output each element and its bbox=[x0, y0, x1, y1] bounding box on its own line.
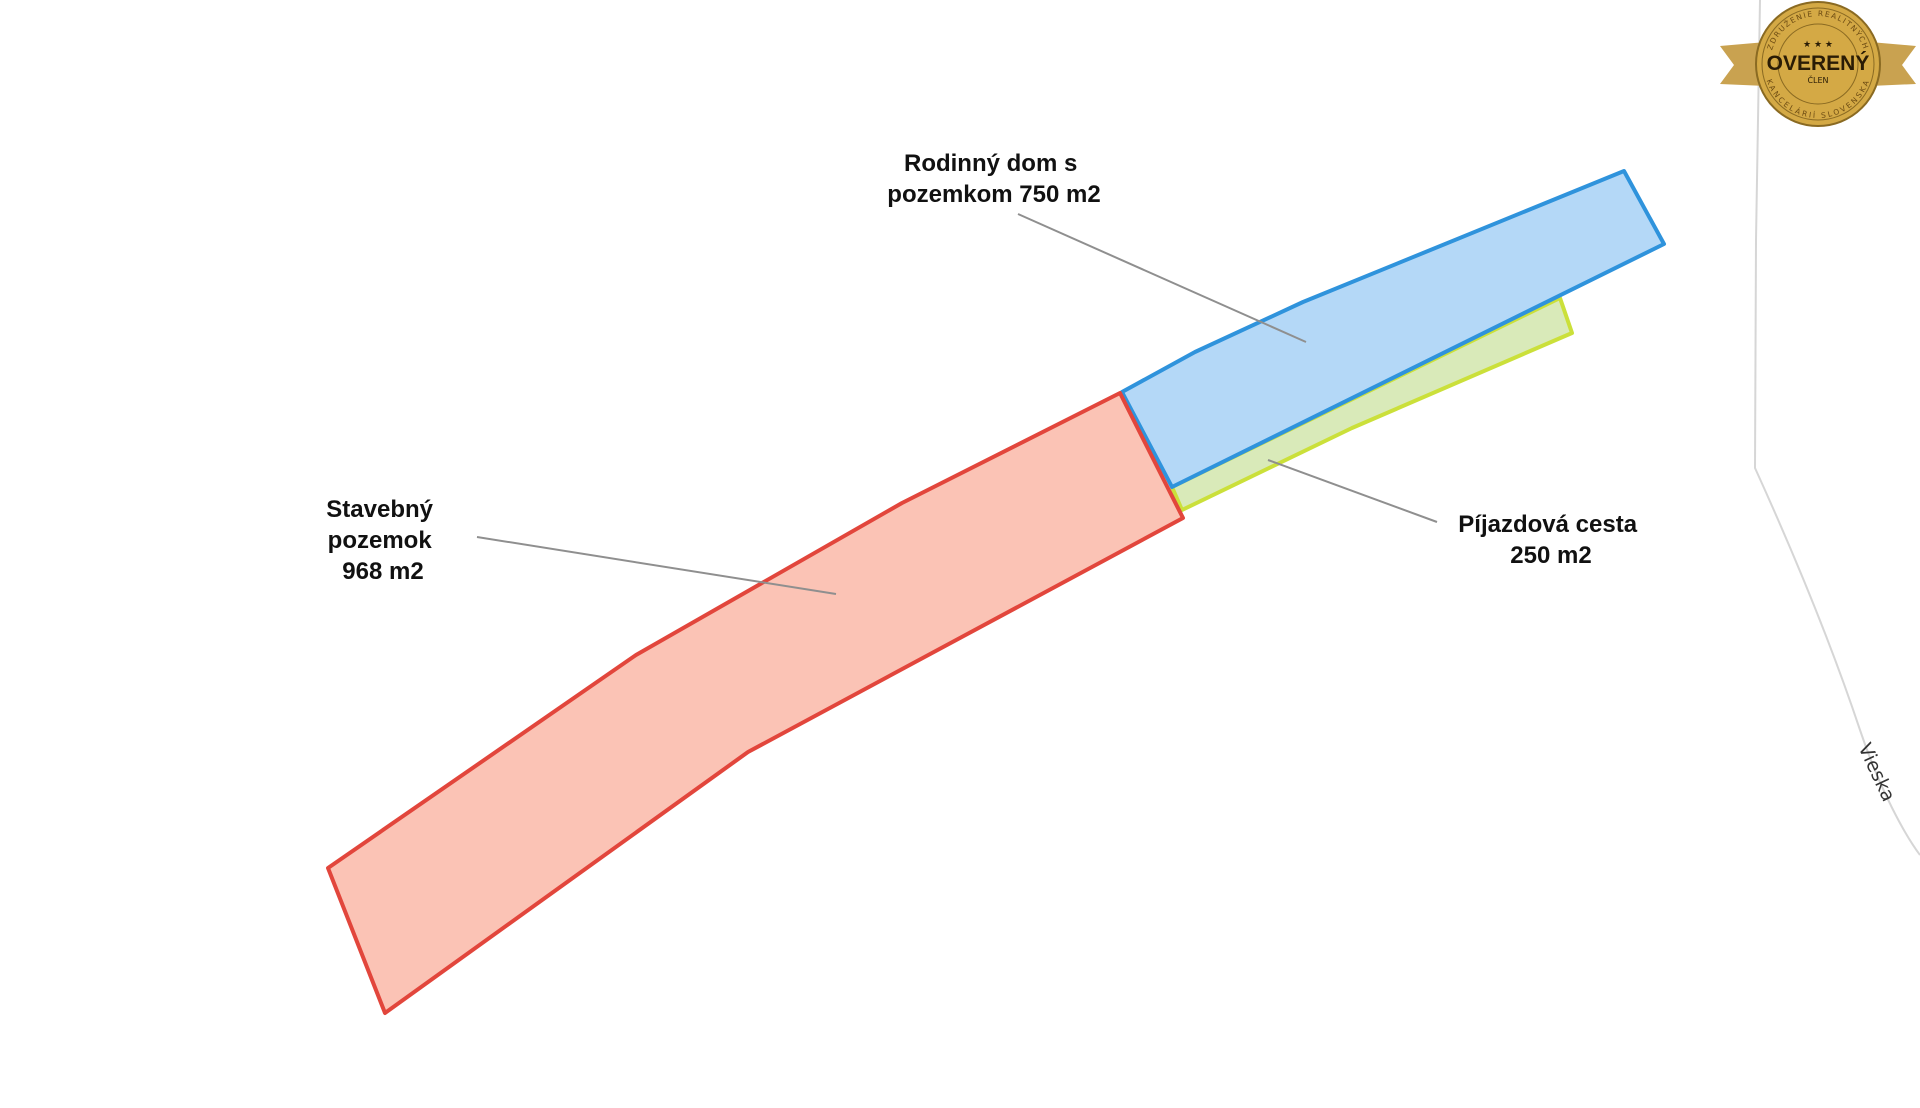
parcel-stavebny-pozemok[interactable] bbox=[326, 391, 1185, 1015]
label-stavebny-line-1: Stavebný bbox=[326, 496, 433, 523]
label-rodinny-dom-line-1: Rodinný dom s bbox=[904, 150, 1077, 177]
label-rodinny-dom: Rodinný dom s pozemkom 750 m2 bbox=[887, 150, 1100, 208]
label-prijazdova-line-2: 250 m2 bbox=[1510, 542, 1591, 569]
label-stavebny-line-2: pozemok bbox=[328, 527, 433, 554]
seal-ribbon-right bbox=[1870, 42, 1916, 86]
seal-center-disc bbox=[1777, 23, 1859, 105]
label-prijazdova-cesta: Píjazdová cesta 250 m2 bbox=[1458, 511, 1643, 569]
parcel-rodinny-dom[interactable] bbox=[1120, 169, 1666, 489]
seal-main-text: OVERENÝ bbox=[1767, 51, 1870, 75]
road-line-vieska bbox=[1753, 0, 1920, 856]
label-rodinny-dom-line-2: pozemkom 750 m2 bbox=[887, 181, 1100, 208]
seal-ribbon-left bbox=[1720, 42, 1766, 86]
seal-inner-ring bbox=[1761, 7, 1875, 121]
leader-line-stavebny bbox=[476, 536, 837, 595]
verified-member-seal-icon: ZDRUŽENIE REALITNÝCH KANCELÁRIÍ SLOVENSK… bbox=[1720, 1, 1916, 127]
seal-sub-text: ČLEN bbox=[1807, 74, 1828, 85]
leader-line-prijazdova bbox=[1267, 459, 1438, 523]
label-prijazdova-line-1: Píjazdová cesta bbox=[1458, 511, 1637, 538]
seal-stars: ★ ★ ★ bbox=[1803, 40, 1833, 50]
label-stavebny-line-3: 968 m2 bbox=[342, 558, 423, 585]
leader-line-rodinny-dom bbox=[1017, 213, 1307, 343]
road-label-vieska: Vieska bbox=[1853, 740, 1899, 805]
label-stavebny-pozemok: Stavebný pozemok 968 m2 bbox=[326, 496, 439, 585]
